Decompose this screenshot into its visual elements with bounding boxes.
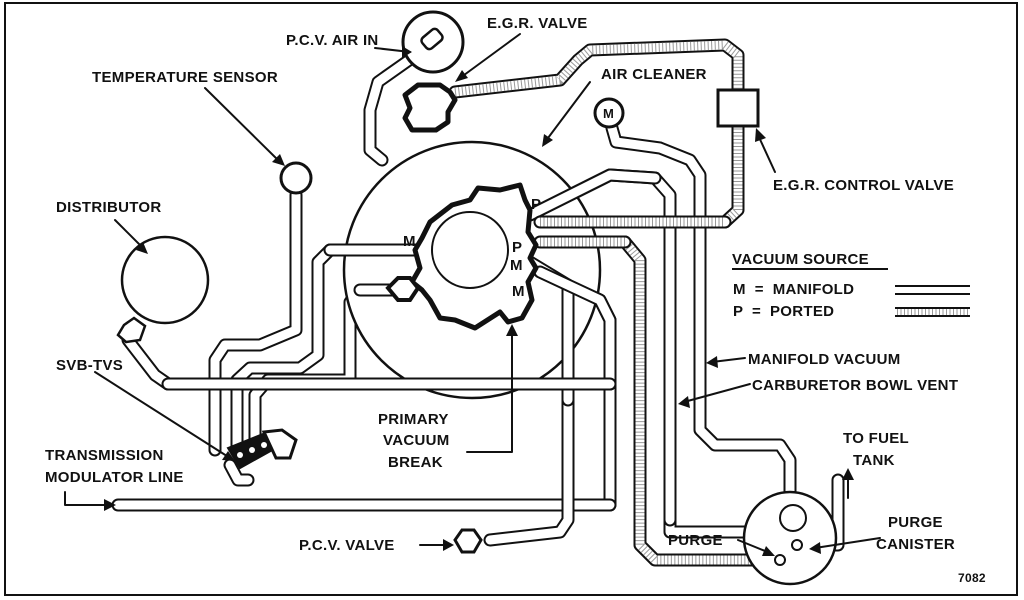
- port-label-m-low: M: [512, 283, 525, 300]
- manifold-fitting: [593, 97, 625, 129]
- label-pcv-air-in: P.C.V. AIR IN: [286, 32, 379, 49]
- label-break: BREAK: [388, 454, 443, 471]
- label-tank: TANK: [853, 452, 895, 469]
- legend-swatch-manifold: [895, 285, 970, 295]
- port-label-m-fitting: M: [603, 106, 614, 121]
- label-carburetor-bowl-vent: CARBURETOR BOWL VENT: [752, 377, 958, 394]
- canister-port-mid: [791, 539, 803, 551]
- figure-number: 7082: [958, 571, 986, 585]
- temperature-sensor: [279, 161, 313, 195]
- label-primary: PRIMARY: [378, 411, 449, 428]
- label-distributor: DISTRIBUTOR: [56, 199, 162, 216]
- port-label-p-top: P: [531, 196, 541, 213]
- label-purge: PURGE: [668, 532, 723, 549]
- distributor-vacuum-advance: [116, 316, 147, 344]
- egr-valve: [402, 82, 458, 133]
- hoses-over-air-cleaner: [161, 168, 732, 407]
- primary-vacuum-break: [385, 276, 421, 302]
- pcv-air-in-fitting: [420, 27, 444, 51]
- canister-port-low: [774, 554, 786, 566]
- pcv-valve: [453, 528, 483, 554]
- vacuum-source-legend: VACUUM SOURCE M = MANIFOLD P = PORTED: [732, 251, 970, 320]
- label-egr-valve: E.G.R. VALVE: [487, 15, 588, 32]
- label-purge-canister-1: PURGE: [888, 514, 943, 531]
- label-manifold-vacuum: MANIFOLD VACUUM: [748, 351, 901, 368]
- label-pcv-valve: P.C.V. VALVE: [299, 537, 395, 554]
- legend-title: VACUUM SOURCE: [732, 251, 869, 268]
- port-label-m-left: M: [403, 233, 416, 250]
- legend-item-manifold: M = MANIFOLD: [733, 281, 854, 298]
- label-egr-control-valve: E.G.R. CONTROL VALVE: [773, 177, 954, 194]
- purge-canister: [742, 490, 838, 586]
- label-to-fuel: TO FUEL: [843, 430, 909, 447]
- carburetor-bore: [431, 211, 509, 289]
- label-transmission: TRANSMISSION: [45, 447, 164, 464]
- label-vacuum: VACUUM: [383, 432, 450, 449]
- port-label-m-mid: M: [510, 257, 523, 274]
- egr-control-valve: [716, 88, 760, 128]
- legend-item-ported: P = PORTED: [733, 303, 834, 320]
- port-label-p-mid: P: [512, 239, 522, 256]
- label-svb-tvs: SVB-TVS: [56, 357, 123, 374]
- diagram-labels: P.C.V. AIR IN E.G.R. VALVE TEMPERATURE S…: [45, 15, 986, 585]
- label-temperature-sensor: TEMPERATURE SENSOR: [92, 69, 278, 86]
- legend-swatch-ported: [895, 307, 970, 317]
- label-modulator-line: MODULATOR LINE: [45, 469, 184, 486]
- svb-tvs: [226, 428, 298, 470]
- label-air-cleaner: AIR CLEANER: [601, 66, 707, 83]
- leader-lines: [64, 33, 881, 556]
- diagram-border: [4, 2, 1018, 596]
- label-purge-canister-2: CANISTER: [876, 536, 955, 553]
- distributor: [120, 235, 210, 325]
- canister-port-top: [779, 504, 807, 532]
